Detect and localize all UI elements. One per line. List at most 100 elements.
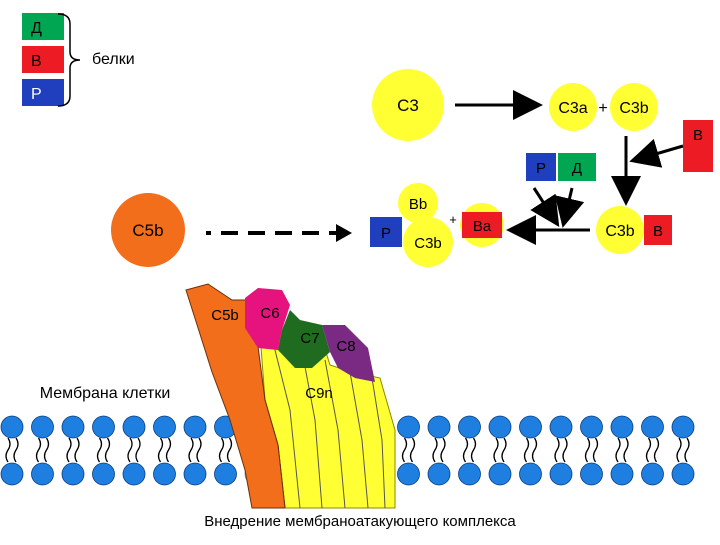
factor-b-box xyxy=(683,120,713,172)
lipid-head-outer xyxy=(488,415,512,439)
factors-p-d: Р Д xyxy=(506,153,596,245)
c7-region xyxy=(278,310,330,368)
lipid-head-inner xyxy=(610,462,634,486)
c3b-circle xyxy=(610,83,658,131)
c3b-small-label: C3b xyxy=(414,235,442,252)
c5b-label: C5b xyxy=(132,221,163,240)
lipid-head-inner xyxy=(0,462,24,486)
membrane-label: Мембрана клетки xyxy=(40,385,171,402)
lipid-head-outer xyxy=(0,415,24,439)
c3b-right-label: C3b xyxy=(605,223,634,240)
factor-b-binding: В C3b В xyxy=(596,120,713,254)
lipid-head-inner xyxy=(214,462,237,486)
lipid-head-inner xyxy=(580,462,603,486)
lipid-head-outer xyxy=(122,415,146,439)
lipid-head-inner xyxy=(61,462,85,486)
c3a-circle xyxy=(549,83,597,131)
b-right-label: В xyxy=(653,223,663,240)
factor-d-box xyxy=(558,153,596,181)
bb-circle xyxy=(398,183,438,223)
factor-d-label: Д xyxy=(572,160,582,177)
c8-region xyxy=(322,325,375,382)
lipid-head-outer xyxy=(153,415,176,439)
c3-label: C3 xyxy=(397,96,419,115)
lipid-head-inner xyxy=(458,462,481,486)
lipid-tails xyxy=(523,437,538,463)
lipid-tails xyxy=(493,437,507,463)
lipid-tails xyxy=(554,437,568,463)
lipid-head-outer xyxy=(458,415,481,439)
lipid-head-inner xyxy=(153,462,176,486)
c5b-circle xyxy=(111,193,185,267)
plus-sign-2: + xyxy=(449,212,457,227)
b-right-box xyxy=(644,215,672,245)
legend-p-swatch xyxy=(22,79,64,106)
p-arrow xyxy=(530,187,560,228)
ba-label: Ba xyxy=(473,218,492,235)
c5b-mac-label: C5b xyxy=(211,307,239,324)
lipid-head-outer xyxy=(427,415,451,439)
lipid-tails xyxy=(584,437,599,463)
lipid-head-inner xyxy=(31,462,54,486)
lipid-head-outer xyxy=(31,415,54,439)
factor-p-label: Р xyxy=(536,160,546,177)
membrane-attack-complex: C5b C6 C7 C8 C9n xyxy=(185,283,396,509)
lipid-head-inner xyxy=(122,462,146,486)
lipid-head-inner xyxy=(488,462,512,486)
c5b-formation: C5b xyxy=(111,193,352,267)
lipid-tails xyxy=(188,437,202,463)
p-small-box xyxy=(370,217,402,247)
dashed-arrowhead xyxy=(336,224,352,242)
legend: Д В Р белки xyxy=(22,13,135,107)
lipid-head-outer xyxy=(61,415,85,439)
lipid-head-outer xyxy=(519,415,542,439)
legend-p-letter: Р xyxy=(31,86,42,103)
lipid-tails xyxy=(127,437,141,463)
lipid-head-inner xyxy=(519,462,542,486)
lipid-head-outer xyxy=(92,415,115,439)
c6-region xyxy=(245,288,290,350)
lipid-head-outer xyxy=(397,415,420,439)
c9n-label: C9n xyxy=(305,385,333,402)
lipid-tails xyxy=(432,437,446,463)
ba-box xyxy=(462,212,502,238)
lipid-tails xyxy=(462,437,477,463)
c3-convertase: Bb Р C3b + Ba xyxy=(370,183,504,267)
lipid-head-outer xyxy=(671,415,695,439)
c3b-small-circle xyxy=(403,217,453,267)
c3-cleavage: C3 C3a + C3b xyxy=(372,69,658,141)
c8-label: C8 xyxy=(336,338,355,355)
factor-b-arrow xyxy=(629,138,684,168)
c3a-label: C3a xyxy=(558,100,587,117)
lipid-tails xyxy=(66,437,80,463)
lipid-head-outer xyxy=(549,415,573,439)
c5b-mac xyxy=(185,283,286,509)
c3b-label: C3b xyxy=(619,100,648,117)
lipid-head-inner xyxy=(183,462,207,486)
factor-p-box xyxy=(526,153,556,181)
lipid-head-inner xyxy=(397,462,420,486)
lipid-head-outer xyxy=(183,415,207,439)
d-arrow xyxy=(554,187,585,228)
lipid-tails xyxy=(157,437,172,463)
lipid-head-outer xyxy=(580,415,603,439)
lipid-tails xyxy=(676,437,690,463)
lipid-head-inner xyxy=(641,462,664,486)
legend-d-letter: Д xyxy=(31,20,42,37)
lipid-head-inner xyxy=(427,462,451,486)
lipid-head-outer xyxy=(641,415,664,439)
lipid-tails xyxy=(615,437,629,463)
lipid-tails xyxy=(5,437,19,463)
legend-b-letter: В xyxy=(31,53,42,70)
legend-b-swatch xyxy=(22,46,64,73)
lipid-tails xyxy=(401,437,416,463)
legend-d-swatch xyxy=(22,13,64,40)
c3b-right-circle xyxy=(596,206,644,254)
p-small-label: Р xyxy=(381,225,391,242)
caption: Внедрение мембраноатакующего комплекса xyxy=(204,513,516,530)
c7-label: C7 xyxy=(300,330,319,347)
lipid-head-inner xyxy=(549,462,573,486)
lipid-tails xyxy=(218,437,233,463)
